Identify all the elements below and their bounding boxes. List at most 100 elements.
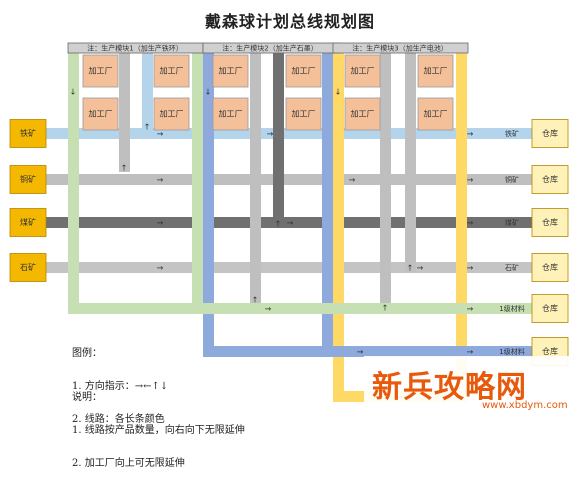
factory-5 — [212, 54, 249, 88]
legend-item-lines: 2. 线路：各长条颜色 — [72, 414, 165, 425]
module2-left-belt — [203, 52, 214, 357]
module3-copper-riser — [380, 52, 391, 312]
module3-left-belt — [333, 52, 344, 402]
ore-source-label-3: 煤矿 — [20, 217, 36, 227]
material-lane-1 — [192, 303, 532, 314]
page-title: 戴森球计划总线规划图 — [204, 12, 375, 31]
notes: 说明： 1. 线路按产品数量，向右向下无限延伸 2. 加工厂向上可无限延伸 — [72, 370, 245, 480]
module-header-label-3: 注：生产模块3（加生产电池） — [352, 44, 447, 53]
module1-left-belt — [68, 52, 79, 314]
warehouse-label-1: 仓库 — [542, 128, 558, 138]
lane-output-label-3: 煤矿 — [505, 218, 519, 227]
factory-label-11: 加工厂 — [424, 66, 448, 76]
arrow-up-6: ↑ — [252, 296, 259, 305]
module1-copper-riser — [119, 52, 130, 172]
legend: 图例： 1. 方向指示：→←↑↓ 2. 线路：各长条颜色 — [72, 326, 168, 436]
warehouse-label-3: 仓库 — [542, 217, 558, 227]
factory-label-4: 加工厂 — [160, 109, 184, 119]
warehouse-5 — [531, 294, 569, 323]
arrow-right-12: → — [157, 219, 164, 228]
notes-item-2: 2. 加工厂向上可无限延伸 — [72, 458, 185, 469]
notes-item-1: 1. 线路按产品数量，向右向下无限延伸 — [72, 425, 245, 436]
factory-label-8: 加工厂 — [292, 109, 316, 119]
module-header-3 — [332, 42, 469, 54]
warehouse-label-6: 仓库 — [542, 346, 558, 356]
factory-3 — [153, 54, 190, 88]
warehouse-label-2: 仓库 — [542, 174, 558, 184]
module3-stone-riser — [405, 52, 416, 272]
arrow-right-18: → — [265, 305, 272, 314]
factory-1 — [82, 54, 119, 88]
arrow-up-5: ↑ — [144, 123, 151, 132]
module2-coal-riser — [273, 52, 284, 228]
module-header-label-2: 注：生产模块2（加生产石墨） — [222, 44, 317, 53]
lane-output-label-1: 铁矿 — [505, 129, 519, 138]
lane-output-label-6: 1级材料 — [499, 347, 524, 356]
watermark-logo: 新兵攻略网 — [372, 370, 527, 405]
ore-source-1 — [9, 119, 47, 148]
factory-label-12: 加工厂 — [424, 109, 448, 119]
ore-source-label-1: 铁矿 — [20, 128, 36, 138]
module1-bottom-belt — [68, 303, 203, 314]
arrow-right-25: → — [467, 348, 474, 357]
warehouse-label-5: 仓库 — [542, 303, 558, 313]
arrow-right-16: → — [349, 176, 356, 185]
ore-source-label-2: 铜矿 — [20, 174, 36, 184]
arrow-up-7: ↑ — [275, 220, 282, 229]
ore-source-4 — [9, 253, 47, 282]
lane-output-label-2: 铜矿 — [505, 175, 519, 184]
factory-label-6: 加工厂 — [219, 109, 243, 119]
factory-10 — [344, 97, 381, 131]
factory-7 — [285, 54, 322, 88]
arrow-right-17: → — [417, 264, 424, 273]
factory-12 — [417, 97, 454, 131]
arrow-up-9: ↑ — [407, 264, 414, 273]
watermark-url: www.xbdym.com — [482, 400, 568, 411]
warehouse-3 — [531, 208, 569, 237]
notes-heading: 说明： — [72, 392, 102, 403]
bus-lane-4 — [44, 262, 532, 273]
arrow-up-4: ↑ — [121, 164, 128, 173]
lane-output-label-5: 1级材料 — [499, 304, 524, 313]
ore-source-2 — [9, 165, 47, 194]
material-lane-2 — [322, 346, 532, 357]
warehouse-4 — [531, 253, 569, 282]
arrow-right-20: → — [467, 130, 474, 139]
factory-label-5: 加工厂 — [219, 66, 243, 76]
arrow-down-1: ↓ — [70, 88, 77, 97]
arrow-down-2: ↓ — [205, 88, 212, 97]
arrow-up-8: ↑ — [382, 304, 389, 313]
arrow-right-23: → — [467, 264, 474, 273]
warehouse-2 — [531, 165, 569, 194]
factory-4 — [153, 97, 190, 131]
factory-9 — [344, 54, 381, 88]
factory-11 — [417, 54, 454, 88]
arrow-right-21: → — [467, 176, 474, 185]
factory-2 — [82, 97, 119, 131]
factory-label-2: 加工厂 — [89, 109, 113, 119]
factory-8 — [285, 97, 322, 131]
factory-label-1: 加工厂 — [89, 66, 113, 76]
module2-stone-riser — [250, 52, 261, 312]
module1-iron-riser — [142, 52, 153, 139]
module3-right-belt — [456, 52, 467, 402]
lane-output-label-4: 石矿 — [505, 263, 519, 272]
watermark: 新兵攻略网 www.xbdym.com — [364, 356, 580, 421]
factory-6 — [212, 97, 249, 131]
module1-right-belt — [192, 52, 203, 314]
factory-label-10: 加工厂 — [351, 109, 375, 119]
module2-bottom-belt — [203, 346, 333, 357]
module2-right-belt — [322, 52, 333, 357]
legend-heading: 图例： — [72, 348, 102, 359]
arrow-right-15: → — [287, 219, 294, 228]
arrow-right-22: → — [467, 219, 474, 228]
ore-source-3 — [9, 208, 47, 237]
bus-lane-3 — [44, 217, 532, 228]
arrow-right-24: → — [467, 305, 474, 314]
factory-label-3: 加工厂 — [160, 66, 184, 76]
warehouse-1 — [531, 119, 569, 148]
arrow-right-11: → — [157, 176, 164, 185]
bus-lane-2 — [44, 174, 532, 185]
arrow-right-19: → — [357, 348, 364, 357]
factory-label-9: 加工厂 — [351, 66, 375, 76]
